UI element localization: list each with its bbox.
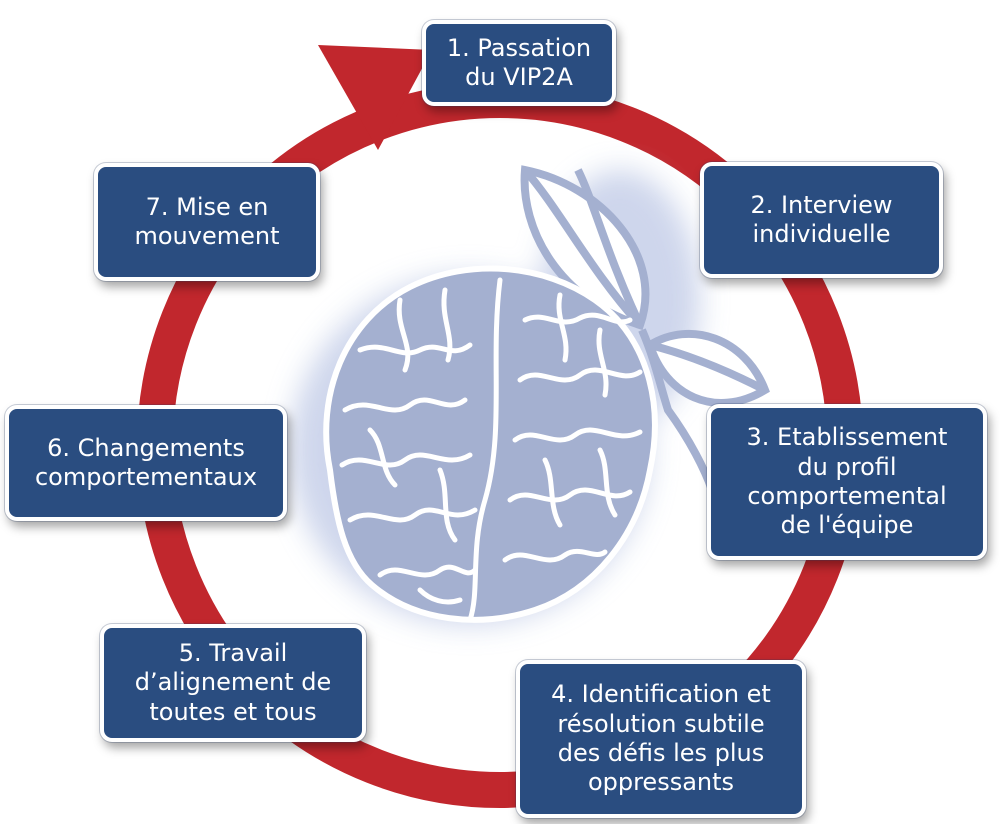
cycle-arrow-head-icon: [318, 45, 432, 150]
brain-icon: [323, 265, 658, 623]
leaf-icon: [520, 165, 770, 492]
